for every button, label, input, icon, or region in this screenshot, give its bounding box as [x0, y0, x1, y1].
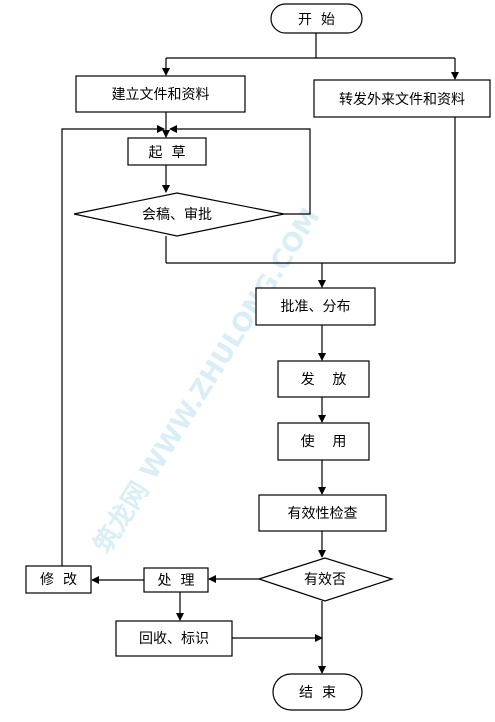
node-use	[277, 422, 370, 461]
node-draft-label: 起 草	[149, 145, 186, 161]
node-handle	[143, 567, 209, 593]
node-validity-check-label: 有效性检查	[288, 506, 358, 522]
node-issue	[277, 360, 370, 398]
node-handle-label: 处 理	[158, 573, 195, 589]
node-create-docs	[75, 75, 246, 113]
node-issue-label: 发 放	[301, 372, 347, 388]
node-review-approve	[73, 192, 285, 237]
node-draft	[127, 137, 207, 166]
node-approve-distribute-label: 批准、分布	[281, 299, 351, 315]
node-modify	[25, 565, 92, 594]
node-forward-external-label: 转发外来文件和资料	[339, 92, 465, 108]
node-validity-check	[258, 494, 387, 532]
node-recall-mark	[115, 620, 233, 657]
node-forward-external	[313, 79, 491, 118]
node-is-valid	[257, 557, 394, 602]
node-recall-mark-label: 回收、标识	[139, 631, 209, 647]
node-end	[272, 673, 363, 711]
node-approve-distribute	[255, 287, 376, 326]
node-end-label: 结 束	[299, 685, 336, 701]
node-start-label: 开 始	[298, 12, 335, 28]
node-create-docs-label: 建立文件和资料	[112, 87, 210, 103]
node-review-approve-label: 会稿、审批	[142, 207, 212, 223]
edge-review-loop	[169, 125, 311, 215]
node-use-label: 使 用	[301, 433, 347, 450]
node-start	[270, 3, 363, 34]
edges	[61, 33, 459, 674]
node-modify-label: 修 改	[40, 572, 77, 588]
node-is-valid-label: 有效否	[304, 572, 346, 588]
nodes: 开 始 建立文件和资料 转发外来文件和资料 起 草 会稿、审批 批准、分布 发 …	[25, 3, 491, 711]
edge-modify-loop	[61, 125, 165, 566]
